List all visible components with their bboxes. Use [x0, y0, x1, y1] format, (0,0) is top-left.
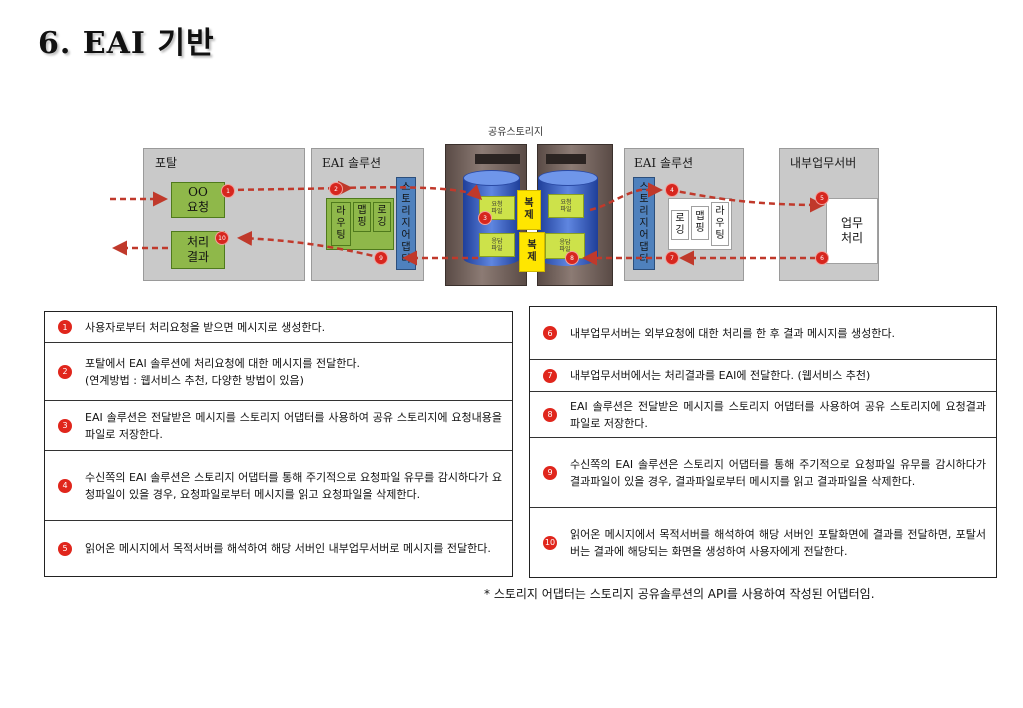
eai-right-storage-adapter: 스 토 리 지 어 댑 터	[633, 177, 655, 270]
flow-arrows	[110, 180, 826, 266]
step-row-3: 3 EAI 솔루션은 전달받은 메시지를 스토리지 어댑터를 사용하여 공유 스…	[45, 400, 512, 450]
arrow-eai-to-storage	[339, 184, 483, 201]
architecture-diagram: 공유스토리지 포탈 OO 요청 처리 결과 EAI 솔루션 라 우 팅 맵 핑 …	[0, 0, 1023, 300]
eai-right-logging: 로 깅	[671, 210, 689, 240]
step-row-9: 9 수신쪽의 EAI 솔루션은 스토리지 어댑터를 통해 주기적으로 요청파일 …	[530, 437, 996, 507]
step-badge-4: 4	[666, 184, 678, 196]
step-text-8: EAI 솔루션은 전달받은 메시지를 스토리지 어댑터를 사용하여 공유 스토리…	[570, 399, 986, 430]
eai-right-label: EAI 솔루션	[634, 156, 694, 170]
step-badge-7: 7	[666, 252, 678, 264]
replicate-marker-top: 복 제	[517, 190, 541, 230]
eai-left-mapping: 맵 핑	[353, 202, 371, 232]
internal-server-label: 내부업무서버	[790, 156, 857, 170]
step-text-3: EAI 솔루션은 전달받은 메시지를 스토리지 어댑터를 사용하여 공유 스토리…	[85, 410, 502, 441]
step-row-10: 10 읽어온 메시지에서 목적서버를 해석하여 해당 서버인 포탈화면에 결과를…	[530, 507, 996, 577]
step-badge-2: 2	[330, 183, 342, 195]
footnote: * 스토리지 어댑터는 스토리지 공유솔루션의 API를 사용하여 작성된 어댑…	[484, 587, 875, 601]
step-number-3: 3	[58, 418, 72, 433]
step-row-4: 4 수신쪽의 EAI 솔루션은 스토리지 어댑터를 통해 주기적으로 요청파일 …	[45, 450, 512, 520]
step-text-1: 사용자로부터 처리요청을 받으면 메시지로 생성한다.	[85, 320, 326, 334]
step-row-5: 5 읽어온 메시지에서 목적서버를 해석하여 해당 서버인 내부업무서버로 메시…	[45, 520, 512, 576]
step-row-7: 7 내부업무서버에서는 처리결과를 EAI에 전달한다. (웹서비스 추천)	[530, 359, 996, 391]
work-process-box: 업무 처리	[826, 198, 878, 264]
step-number-10: 10	[543, 535, 557, 550]
step-number-6: 6	[543, 326, 557, 340]
response-file-left: 응답 파일	[479, 233, 515, 257]
arrow-request-replicate	[589, 182, 663, 212]
step-row-6: 6 내부업무서버는 외부요청에 대한 처리를 한 후 결과 메시지를 생성한다.	[530, 307, 996, 359]
portal-label: 포탈	[155, 156, 178, 170]
page-title: 6. EAI 기반	[38, 26, 215, 61]
eai-left-label: EAI 솔루션	[322, 156, 382, 170]
arrow-eai-to-internal	[669, 188, 825, 213]
step-text-2: 포탈에서 EAI 솔루션에 처리요청에 대한 메시지를 전달한다. (연계방법 …	[85, 356, 360, 387]
eai-right-routing: 라 우 팅	[711, 202, 729, 246]
step-text-9: 수신쪽의 EAI 솔루션은 스토리지 어댑터를 통해 주기적으로 요청파일 유무…	[570, 457, 986, 488]
portal-request-box: OO 요청	[171, 182, 225, 218]
arrow-eai-to-portal	[237, 230, 383, 260]
step-row-8: 8 EAI 솔루션은 전달받은 메시지를 스토리지 어댑터를 사용하여 공유 스…	[530, 391, 996, 437]
step-text-6: 내부업무서버는 외부요청에 대한 처리를 한 후 결과 메시지를 생성한다.	[570, 326, 895, 340]
storage-disk-right-top	[538, 170, 598, 186]
steps-table-left: 1 사용자로부터 처리요청을 받으면 메시지로 생성한다. 2 포탈에서 EAI…	[44, 311, 513, 577]
step-number-8: 8	[543, 407, 557, 422]
step-number-9: 9	[543, 465, 557, 480]
step-text-4: 수신쪽의 EAI 솔루션은 스토리지 어댑터를 통해 주기적으로 요청파일 유무…	[85, 470, 503, 501]
steps-table-right: 6 내부업무서버는 외부요청에 대한 처리를 한 후 결과 메시지를 생성한다.…	[529, 306, 997, 578]
step-number-7: 7	[543, 368, 557, 383]
shared-storage-label: 공유스토리지	[488, 127, 544, 138]
storage-cabinet-top-right	[546, 154, 586, 164]
replicate-marker-bottom: 복 제	[519, 232, 545, 272]
step-badge-8: 8	[566, 252, 578, 264]
arrow-portal-to-eai	[227, 180, 353, 196]
step-badge-9: 9	[375, 252, 387, 264]
storage-disk-left-top	[463, 170, 520, 186]
request-file-right: 요청 파일	[548, 194, 584, 218]
eai-left-logging: 로 깅	[373, 202, 391, 232]
step-badge-1: 1	[222, 185, 234, 197]
storage-cabinet-top-left	[475, 154, 520, 164]
step-row-1: 1 사용자로부터 처리요청을 받으면 메시지로 생성한다.	[45, 312, 512, 342]
step-row-2: 2 포탈에서 EAI 솔루션에 처리요청에 대한 메시지를 전달한다. (연계방…	[45, 342, 512, 400]
step-badge-3: 3	[479, 212, 491, 224]
step-text-7: 내부업무서버에서는 처리결과를 EAI에 전달한다. (웹서비스 추천)	[570, 369, 871, 382]
step-number-2: 2	[58, 364, 72, 379]
step-badge-5: 5	[816, 192, 828, 204]
step-text-5: 읽어온 메시지에서 목적서버를 해석하여 해당 서버인 내부업무서버로 메시지를…	[85, 542, 491, 555]
step-badge-6: 6	[816, 252, 828, 264]
step-number-5: 5	[58, 541, 72, 556]
step-number-4: 4	[58, 478, 72, 493]
response-file-right: 응답 파일	[545, 233, 585, 259]
step-text-10: 읽어온 메시지에서 목적서버를 해석하여 해당 서버인 포탈화면에 결과를 전달…	[570, 527, 986, 558]
step-number-1: 1	[58, 320, 72, 334]
eai-left-routing: 라 우 팅	[331, 202, 351, 246]
step-badge-10: 10	[216, 232, 228, 244]
portal-result-box: 처리 결과	[171, 231, 225, 269]
eai-right-mapping: 맵 핑	[691, 206, 709, 240]
